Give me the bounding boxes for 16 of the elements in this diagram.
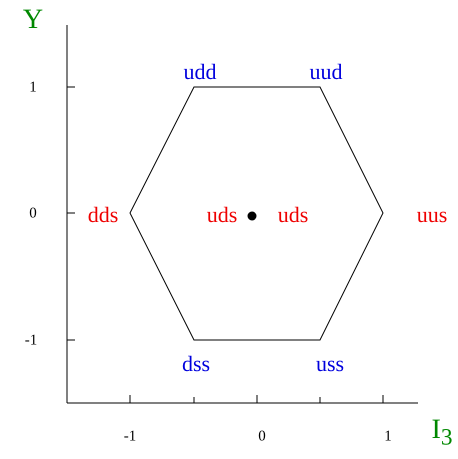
quark-label: uds [278,204,308,226]
quark-label: uus [416,204,448,226]
quark-label: udd [184,61,216,83]
quark-label: dds [88,204,118,226]
tick-label: -1 [124,430,136,444]
tick-label: 1 [29,80,37,96]
quark-label: uds [206,204,238,226]
quark-label: uud [310,61,342,83]
tick-label: 0 [258,430,266,444]
tick-label: 0 [29,206,37,222]
axis-label: Y [22,6,44,34]
tick-label: 1 [384,430,392,444]
tick-label: -1 [24,334,38,348]
quark-label: dss [182,353,210,375]
quark-label: uss [316,353,344,375]
axis-label: I$_{3}$ [432,416,452,450]
